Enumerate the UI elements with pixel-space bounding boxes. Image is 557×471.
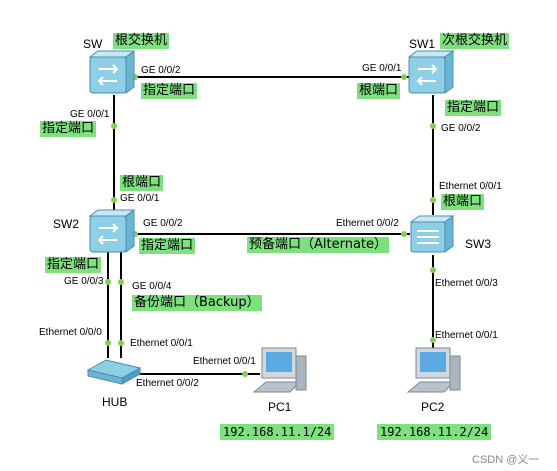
switch-sw-icon[interactable]: [88, 50, 136, 94]
device-name-sw2: SW2: [53, 217, 80, 231]
pc1-ip-address: 192.168.11.1/24: [220, 424, 335, 440]
device-name-pc1: PC1: [268, 400, 292, 414]
port-label: GE 0/0/1: [70, 109, 110, 120]
links: [107, 76, 434, 375]
pc1-icon[interactable]: [252, 347, 307, 393]
port-label: GE 0/0/3: [64, 276, 104, 287]
port-dot: [430, 197, 436, 203]
port-dot: [401, 231, 407, 237]
port-label: GE 0/0/2: [143, 218, 183, 229]
port-dot: [118, 279, 124, 285]
port-label: GE 0/0/1: [120, 193, 160, 204]
switch-sw3-icon[interactable]: [409, 215, 455, 253]
port-label: Ethernet 0/0/3: [435, 278, 498, 289]
role-tag-designated: 指定端口: [139, 238, 196, 254]
port-dot: [401, 74, 407, 80]
port-label: GE 0/0/4: [132, 281, 172, 292]
switch-sw2-icon[interactable]: [88, 209, 136, 253]
device-name-sw3: SW3: [465, 237, 492, 251]
role-secondary-root: 次根交换机: [440, 33, 510, 49]
pc2-ip-address: 192.168.11.2/24: [377, 424, 492, 440]
port-label: GE 0/0/1: [362, 63, 402, 74]
port-dot: [111, 123, 117, 129]
role-root-bridge: 根交换机: [113, 33, 170, 49]
port-label: Ethernet 0/0/0: [39, 327, 102, 338]
port-label: Ethernet 0/0/2: [136, 378, 199, 389]
port-label: Ethernet 0/0/1: [439, 181, 502, 192]
hub-icon[interactable]: [86, 359, 142, 385]
port-dot: [242, 371, 248, 377]
port-label: Ethernet 0/0/1: [193, 356, 256, 367]
device-name-hub: HUB: [102, 395, 128, 409]
port-label: Ethernet 0/0/1: [435, 330, 498, 341]
port-label: Ethernet 0/0/1: [130, 338, 193, 349]
switch-sw1-icon[interactable]: [407, 50, 455, 94]
role-tag-designated: 指定端口: [40, 121, 97, 137]
role-tag-root: 根端口: [357, 83, 401, 99]
port-dot: [111, 197, 117, 203]
watermark: CSDN @义一: [472, 454, 540, 466]
port-dot: [430, 267, 436, 273]
port-dot: [118, 340, 124, 346]
port-dot: [105, 340, 111, 346]
port-label: GE 0/0/2: [441, 123, 481, 134]
pc2-icon[interactable]: [406, 347, 461, 393]
role-tag-designated: 指定端口: [45, 257, 102, 273]
port-dot: [105, 279, 111, 285]
role-tag-root: 根端口: [120, 175, 164, 191]
device-name-pc2: PC2: [421, 400, 445, 414]
device-name-sw1: SW1: [409, 37, 436, 51]
role-tag-alternate: 预备端口（Alternate）: [247, 237, 390, 253]
role-tag-designated: 指定端口: [141, 83, 198, 99]
role-tag-backup: 备份端口（Backup）: [132, 295, 262, 311]
role-tag-root: 根端口: [441, 194, 485, 210]
device-name-sw: SW: [83, 37, 103, 51]
role-tag-designated: 指定端口: [445, 100, 502, 116]
port-label: Ethernet 0/0/2: [336, 218, 399, 229]
port-dot: [430, 123, 436, 129]
port-dot: [430, 337, 436, 343]
port-label: GE 0/0/2: [141, 65, 181, 76]
